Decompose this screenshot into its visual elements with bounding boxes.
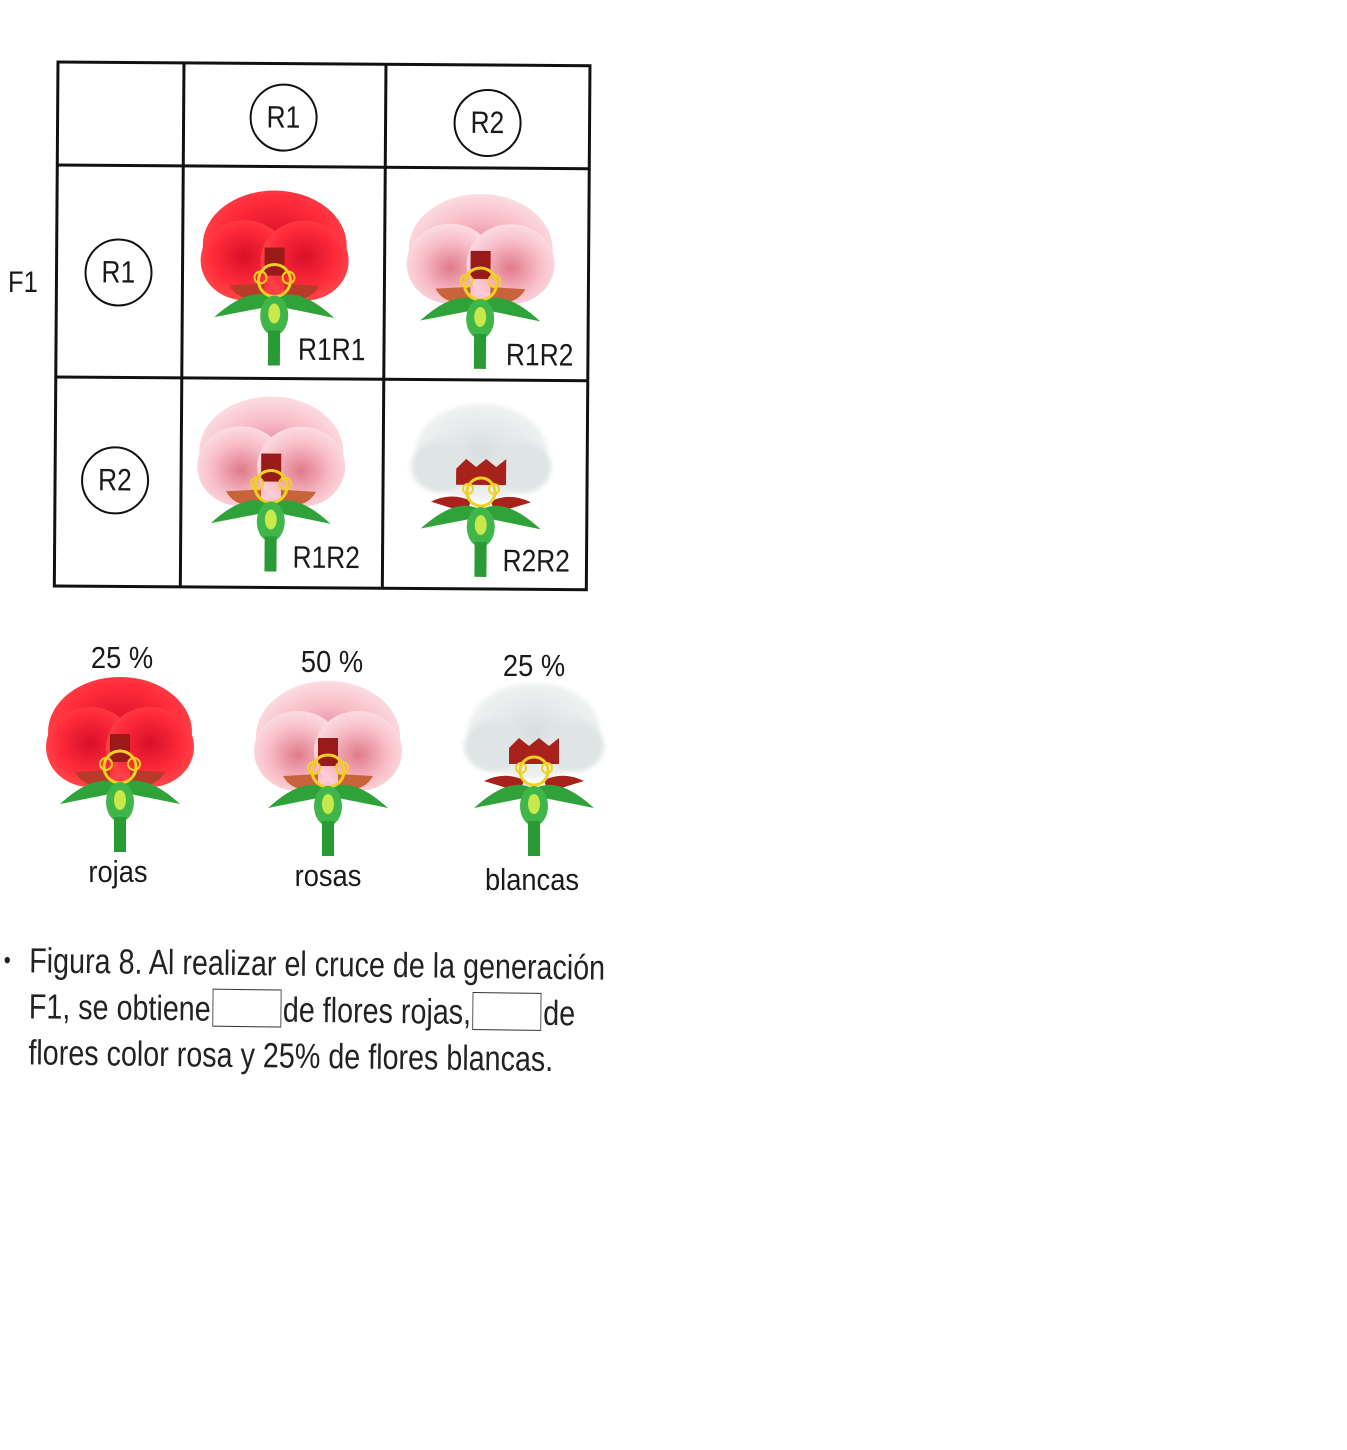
- genotype-label: R1R1: [297, 331, 366, 368]
- caption-text: de: [543, 993, 576, 1034]
- red-flower-icon: [46, 677, 194, 852]
- generation-label: F1: [8, 266, 38, 299]
- punnett-square: R1 R2 R1 R2 R1R1 R1R2: [52, 60, 592, 592]
- punnett-grid: [52, 60, 592, 592]
- caption-text: de flores rojas,: [282, 990, 472, 1032]
- row-allele-2: R2: [80, 446, 150, 515]
- white-flower-icon: [411, 403, 552, 578]
- allele-label: R1: [101, 254, 136, 290]
- result-percent: 50 %: [300, 644, 364, 679]
- row-allele-1: R1: [84, 238, 153, 307]
- pink-flower-icon: [254, 681, 402, 856]
- allele-label: R1: [266, 99, 301, 135]
- result-name: blancas: [484, 862, 580, 897]
- figure-caption: • Figura 8. Al realizar el cruce de la g…: [3, 938, 606, 1083]
- column-allele-2: R2: [453, 88, 522, 158]
- bullet-icon: •: [3, 946, 11, 975]
- genotype-label: R1R2: [292, 539, 361, 576]
- result-name: rojas: [88, 854, 148, 889]
- pink-flower-icon: [197, 396, 346, 572]
- genotype-label: R1R2: [505, 337, 574, 373]
- answer-blank-pink[interactable]: [472, 991, 542, 1031]
- allele-label: R2: [98, 462, 133, 498]
- answer-blank-red[interactable]: [212, 988, 282, 1028]
- caption-text: F1, se obtiene: [28, 987, 211, 1029]
- pink-flower-icon: [406, 193, 555, 370]
- caption-line-1: Figura 8. Al realizar el cruce de la gen…: [29, 941, 606, 988]
- white-flower-icon: [464, 683, 604, 856]
- caption-line-2: F1, se obtiene de flores rojas, de: [28, 984, 576, 1037]
- allele-label: R2: [470, 104, 505, 141]
- genotype-label: R2R2: [502, 543, 571, 579]
- red-flower-icon: [200, 190, 349, 366]
- caption-line-3: flores color rosa y 25% de flores blanca…: [28, 1033, 554, 1080]
- column-allele-1: R1: [249, 83, 318, 152]
- result-percent: 25 %: [502, 648, 566, 683]
- result-percent: 25 %: [90, 640, 154, 675]
- result-name: rosas: [294, 858, 362, 893]
